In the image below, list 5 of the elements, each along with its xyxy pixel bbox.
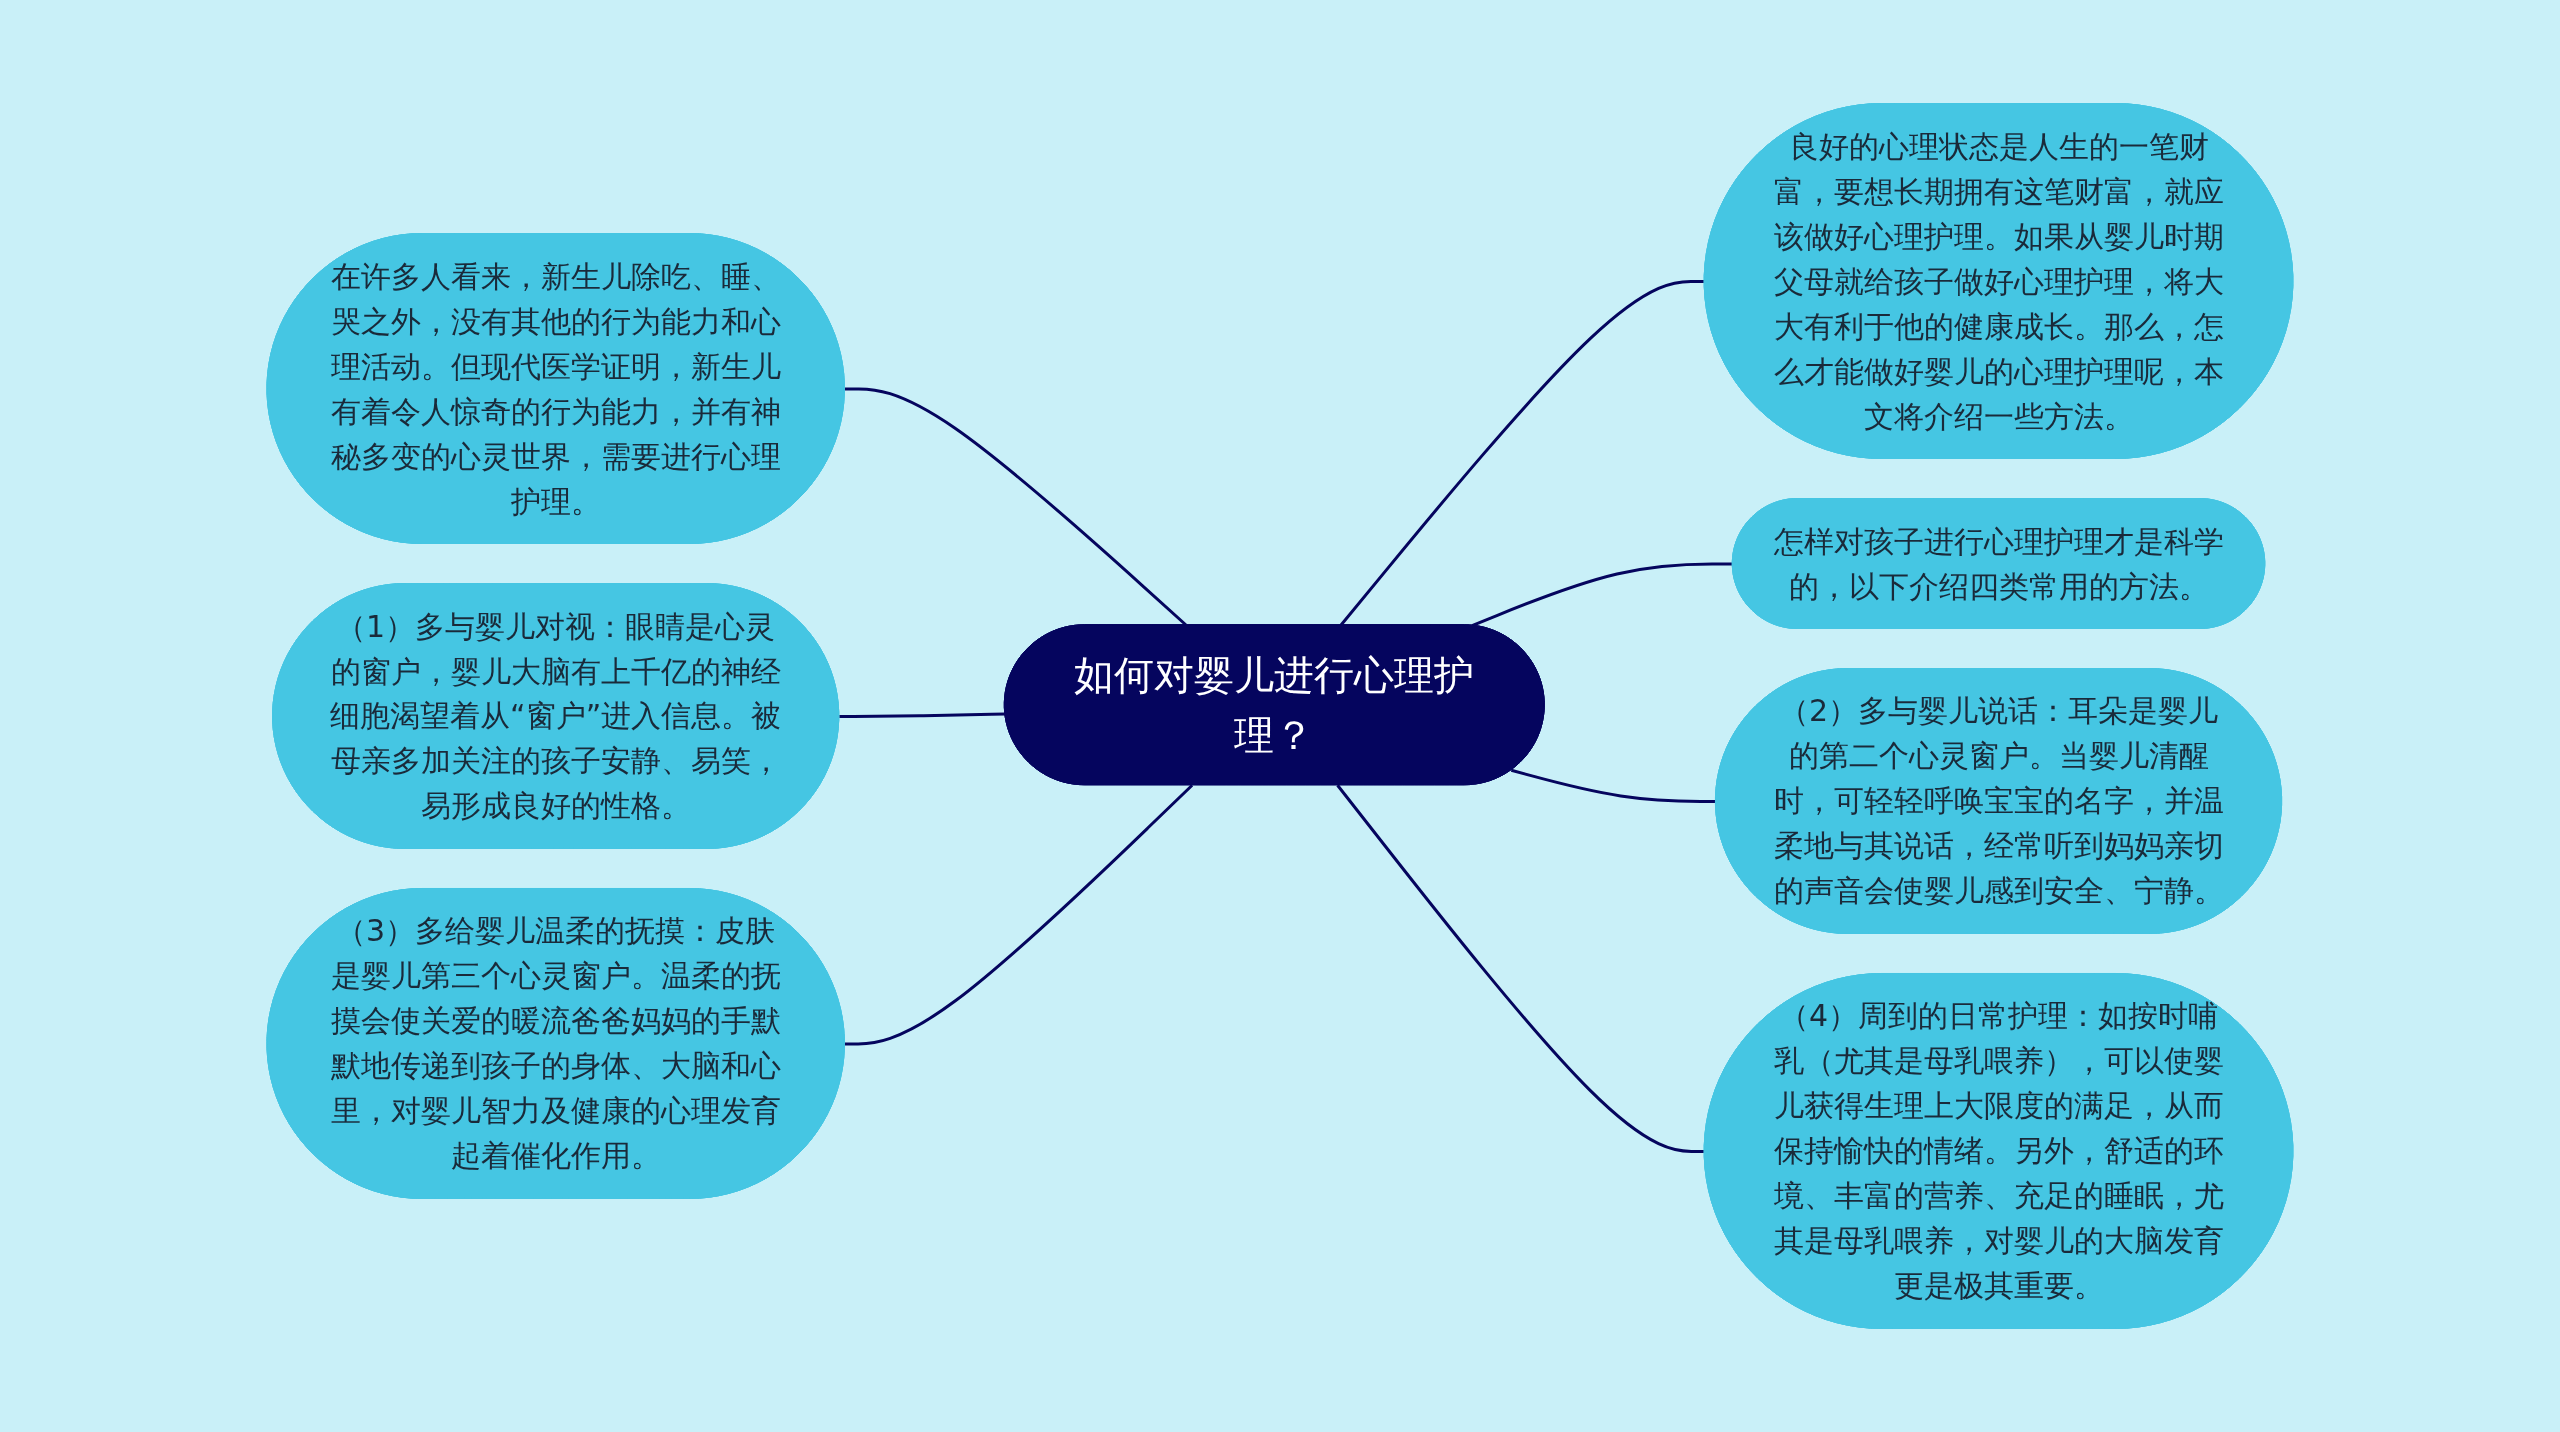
connector xyxy=(1471,562,1733,627)
connector xyxy=(1511,768,1717,803)
connector xyxy=(844,784,1194,1046)
connector xyxy=(839,712,1006,718)
connector xyxy=(1336,784,1705,1153)
